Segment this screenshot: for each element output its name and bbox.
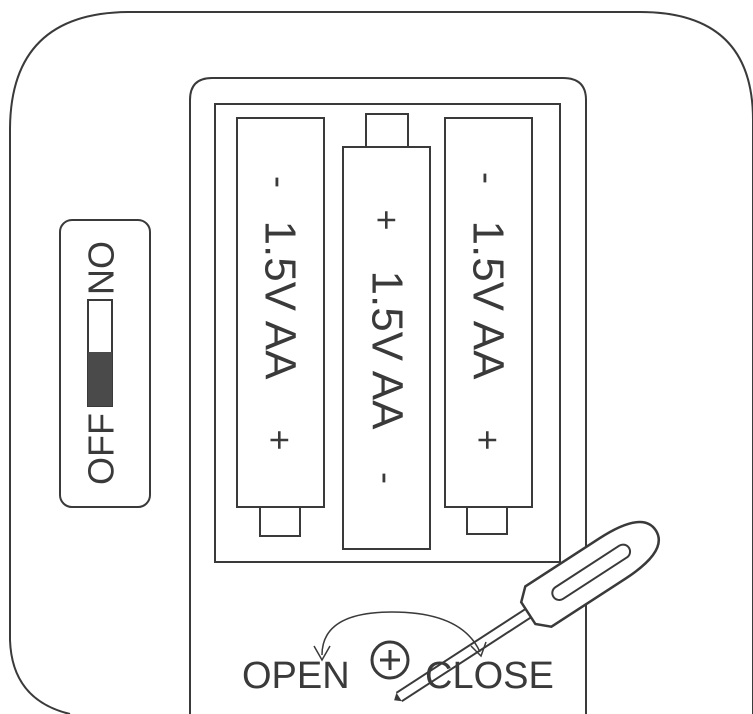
battery-3-label: 1.5V AA: [464, 220, 513, 380]
device-body-outline: [9, 11, 753, 714]
switch-off-label: OFF: [81, 413, 122, 485]
screw-head-icon[interactable]: [370, 640, 410, 680]
screwdriver-icon: [394, 520, 661, 703]
battery-3-top-symbol: -: [468, 172, 509, 184]
battery-2-terminal: [365, 113, 409, 148]
battery-3-terminal: [466, 506, 508, 535]
close-label: CLOSE: [425, 655, 554, 697]
switch-knob[interactable]: [88, 352, 112, 406]
battery-2-top-symbol: +: [367, 209, 408, 230]
battery-1-terminal: [259, 506, 301, 537]
battery-3-bottom-symbol: +: [468, 429, 509, 450]
power-switch[interactable]: ON OFF: [59, 219, 151, 508]
battery-2-label: 1.5V AA: [363, 270, 412, 430]
switch-on-label: ON: [81, 241, 122, 295]
battery-1: - 1.5V AA +: [236, 117, 325, 537]
battery-1-label: 1.5V AA: [256, 220, 305, 380]
battery-1-top-symbol: -: [260, 176, 301, 188]
battery-2: + 1.5V AA -: [342, 113, 431, 550]
open-label: OPEN: [242, 655, 350, 697]
battery-2-bottom-symbol: -: [367, 472, 408, 484]
battery-bay: [214, 103, 561, 563]
battery-3: - 1.5V AA +: [444, 117, 533, 535]
battery-1-bottom-symbol: +: [260, 429, 301, 450]
battery-cover-outline: [189, 77, 587, 714]
